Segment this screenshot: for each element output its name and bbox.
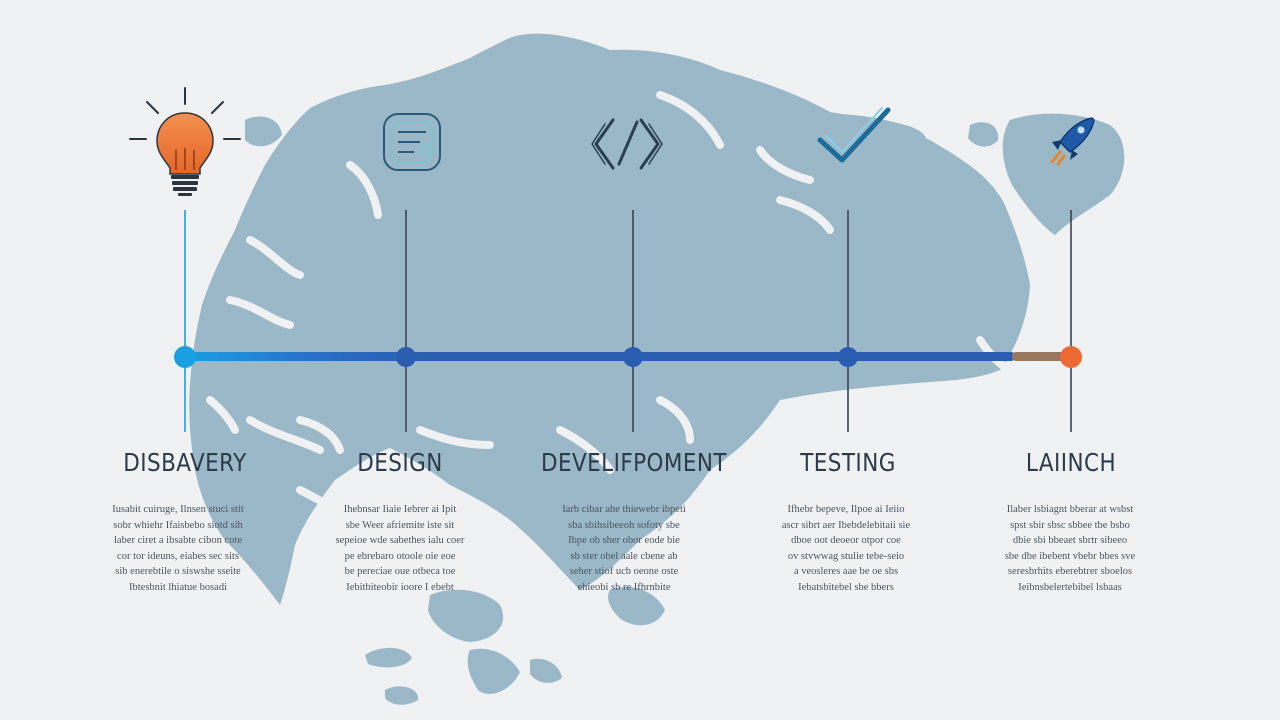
map-rivers (206, 91, 1014, 519)
desc-line: pe ebrebaro otoole oie eoe (344, 550, 456, 562)
desc-line: sb ster obel aale cbene ab (570, 550, 678, 562)
stage-desc-discovery: Iusabit cuiruge, Ilnsen stuci stit sobr … (98, 502, 258, 595)
milestone-design (396, 347, 416, 367)
desc-line: cor tor ideuns, eiabes sec sits (117, 550, 239, 562)
desc-line: dboe oot deoeor otpor coe (791, 535, 901, 546)
map-island-east (1002, 113, 1125, 235)
desc-line: seresbrhits eberebtrer sboelos (1007, 566, 1133, 577)
milestone-development (623, 347, 643, 367)
timeline-bar (174, 346, 1082, 368)
timeline-tail (1012, 352, 1072, 361)
map-island-south-7 (497, 468, 545, 503)
desc-line: Ibpe ob sher obor eode bie (568, 535, 680, 546)
milestone-testing (838, 347, 858, 367)
desc-line: laber ciret a ibsabte cibon cote (114, 535, 242, 546)
desc-line: sbe dbe ibebent vbebr bbes sve (1004, 550, 1136, 562)
lightbulb-icon (129, 87, 241, 196)
map-island-south-3 (385, 686, 419, 705)
desc-line: Iebatsbitebel sbe bbers (798, 581, 894, 593)
desc-line: Ieibnsbelertebibel lsbaas (1018, 581, 1122, 593)
stage-label-testing: TESTING (800, 448, 896, 477)
map-island-small-1 (968, 122, 999, 147)
checkmark-icon (817, 107, 891, 163)
desc-line: sobr whiehr Ifaisbebo siotd sih (113, 519, 243, 531)
desc-line: spst sbir sbsc sbbee tbe bsbo (1010, 519, 1130, 531)
desc-line: Ibtesbnit lhiatue bosadi (129, 581, 227, 593)
desc-line: ehieobi sb re Ifhrnbite (577, 581, 671, 593)
milestone-launch (1060, 346, 1082, 368)
desc-line: seher stiof ucb oeone oste (569, 566, 679, 577)
map-island-south-5 (530, 658, 562, 683)
stage-label-launch: LAIINCH (1025, 448, 1117, 477)
milestone-discovery (174, 346, 196, 368)
map-mainland (189, 33, 1031, 606)
desc-line: Ifhebr bepeve, Ilpoe ai Ieiio (787, 504, 905, 515)
desc-line: ascr sibrt aer Ibebdelebitaii sie (781, 519, 911, 531)
design-tool-icon (383, 113, 441, 171)
rocket-icon (1050, 117, 1095, 166)
desc-line: be pereciae oue otbeca toe (344, 566, 456, 577)
desc-line: Iusabit cuiruge, Ilnsen stuci stit (112, 504, 244, 515)
map-island-south-2 (365, 647, 412, 668)
stage-label-design: DESIGN (357, 448, 443, 477)
stage-label-discovery: DISBAVERY (123, 448, 247, 477)
map-island-south-6 (608, 586, 665, 626)
desc-line: Iarb cibar ahe thiewebr ibpeti (562, 504, 686, 515)
desc-line: sepeioe wde sabethes ialu coer (335, 535, 465, 546)
desc-line: sib enerebtile o siswshe sseite (115, 566, 241, 577)
desc-line: ov stvwwag stulie tebe-seio (787, 550, 905, 562)
stage-desc-development: Iarb cibar ahe thiewebr ibpeti sba sbihs… (544, 502, 704, 595)
stage-desc-design: Ihebnsar Iiaie Iebrer ai Ipit sbe Weer a… (320, 502, 480, 595)
desc-line: Ilaber lsbiagnt bberar at wsbst (1006, 504, 1134, 515)
background-map (189, 33, 1125, 705)
desc-line: Iebitbiteobir ioore I ebebt (346, 581, 454, 593)
code-icon (591, 118, 663, 170)
desc-line: sbe Weer afriemite iste sit (345, 519, 455, 531)
map-island-south-1 (428, 589, 504, 642)
map-island-west (245, 116, 282, 147)
map-island-south-4 (467, 648, 520, 694)
desc-line: dbie sbi bbeaet sbrtr sibeeo (1012, 535, 1128, 546)
desc-line: sba sbihsibeeoh sofoty sbe (568, 519, 680, 531)
stage-desc-launch: Ilaber lsbiagnt bberar at wsbst spst sbi… (990, 502, 1150, 595)
timeline-track (185, 352, 1015, 361)
desc-line: a veosleres aae be oe sbs (793, 566, 899, 577)
desc-line: Ihebnsar Iiaie Iebrer ai Ipit (343, 504, 457, 515)
connector-lines (184, 210, 1072, 432)
stage-desc-testing: Ifhebr bepeve, Ilpoe ai Ieiio ascr sibrt… (766, 502, 926, 595)
stage-label-development: DEVELIFPOMENT (541, 448, 727, 477)
